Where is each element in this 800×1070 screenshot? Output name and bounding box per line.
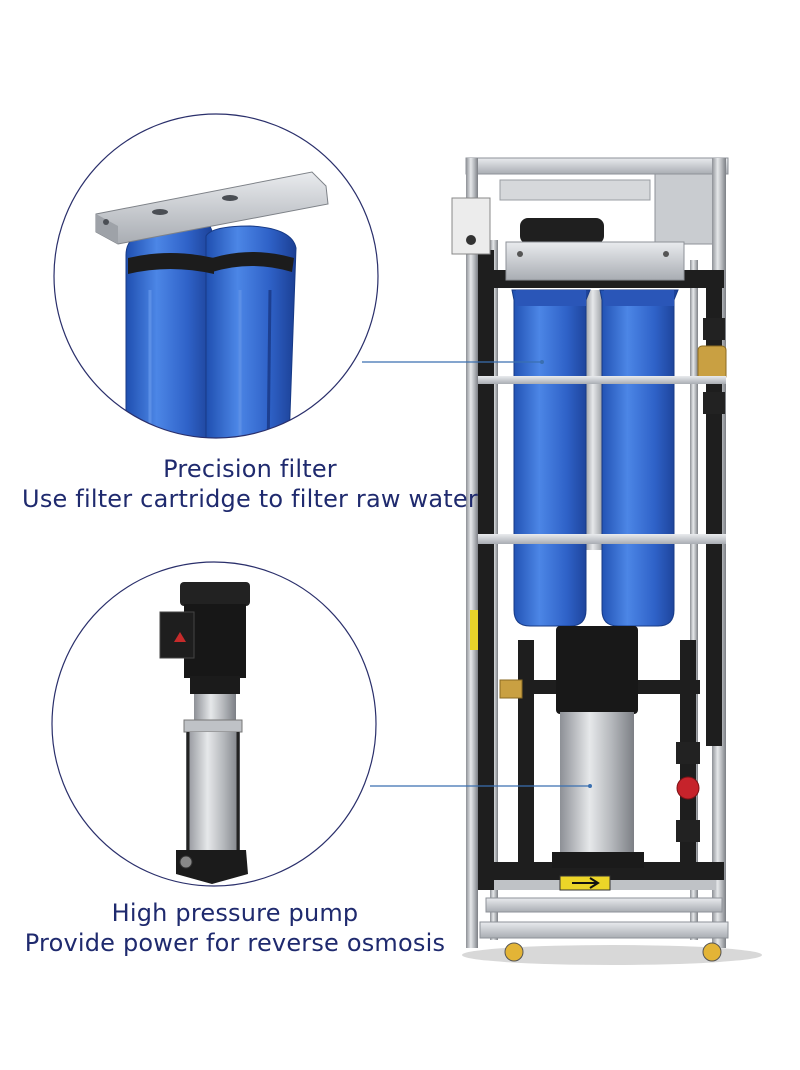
pump-callout-circle bbox=[51, 561, 377, 887]
filter-caption-description: Use filter cartridge to filter raw water bbox=[22, 485, 478, 513]
filter-caption: Precision filter Use filter cartridge to… bbox=[0, 454, 500, 514]
filter-caption-title: Precision filter bbox=[163, 455, 337, 483]
filter-housing-icon bbox=[53, 113, 379, 439]
filter-callout-circle bbox=[53, 113, 379, 439]
pump-caption: High pressure pump Provide power for rev… bbox=[0, 898, 470, 958]
reverse-osmosis-machine bbox=[451, 157, 762, 965]
pump-caption-title: High pressure pump bbox=[111, 899, 359, 927]
vertical-pump-icon bbox=[51, 561, 377, 887]
pump-caption-description: Provide power for reverse osmosis bbox=[24, 929, 446, 957]
